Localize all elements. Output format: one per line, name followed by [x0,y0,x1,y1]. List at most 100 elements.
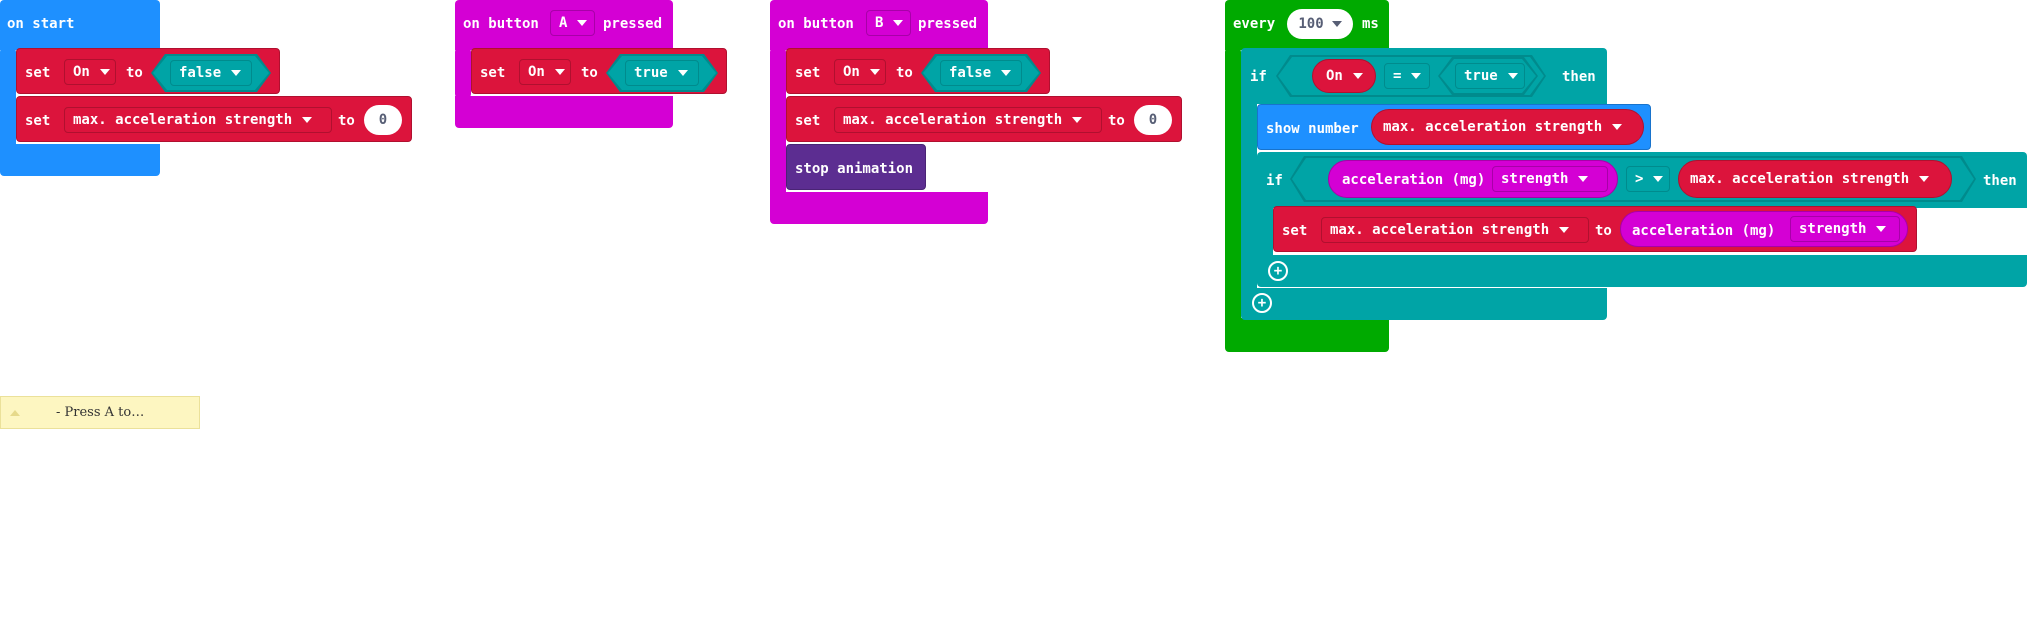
boolean-value: true [1464,68,1498,84]
variable-name: max. acceleration strength [1383,119,1603,135]
number-input[interactable]: 0 [1134,105,1172,135]
on-button-b-footer [770,192,988,224]
on-start-footer [0,144,160,176]
variable-name: max. acceleration strength [1690,171,1910,187]
boolean-dropdown[interactable]: false [940,60,1022,86]
boolean-value: true [634,65,668,81]
variable-dropdown[interactable]: max. acceleration strength [64,107,332,133]
chevron-down-icon [1612,124,1623,130]
pressed-label: pressed [603,16,663,32]
if-keyword: if [1250,69,1267,85]
button-name: B [875,15,884,31]
set-keyword: set [25,65,51,81]
on-start-label: on start [7,16,75,32]
to-keyword: to [126,65,143,81]
chevron-down-icon [554,69,565,75]
to-keyword: to [1108,113,1125,129]
interval-value: 100 [1298,16,1324,32]
every-spine [1225,48,1241,322]
on-button-label: on button [463,16,539,32]
chevron-down-icon [1411,73,1422,79]
on-button-label: on button [778,16,854,32]
to-keyword: to [896,65,913,81]
variable-name: On [843,64,860,80]
chevron-down-icon [1352,73,1363,79]
inner-if-spine [1257,206,1273,258]
operator-dropdown[interactable]: > [1626,166,1670,192]
boolean-dropdown[interactable]: true [625,60,699,86]
collapse-triangle-icon[interactable] [10,410,20,416]
variable-name: On [1326,68,1343,84]
button-dropdown[interactable]: B [866,10,911,36]
button-dropdown[interactable]: A [550,10,595,36]
chevron-down-icon [1876,226,1887,232]
to-keyword: to [338,113,355,129]
variable-name: max. acceleration strength [73,112,293,128]
button-name: A [559,15,568,31]
then-keyword: then [1983,173,2017,189]
variable-name: On [528,64,545,80]
variable-dropdown[interactable]: On [519,59,571,85]
to-keyword: to [1595,223,1612,239]
set-keyword: set [1282,223,1308,239]
chevron-down-icon [302,117,313,123]
number-value: 0 [1148,112,1158,128]
ms-label: ms [1362,16,1379,32]
chevron-down-icon [677,70,688,76]
chevron-down-icon [577,20,588,26]
every-label: every [1233,16,1276,32]
chevron-down-icon [1507,73,1518,79]
on-start-block[interactable] [0,0,160,50]
variable-dropdown[interactable]: On [834,59,886,85]
on-button-a-spine [455,48,471,98]
add-else-icon[interactable]: + [1252,293,1272,313]
operator-value: = [1393,68,1402,84]
variable-name: max. acceleration strength [843,112,1063,128]
chevron-down-icon [893,20,904,26]
boolean-dropdown[interactable]: true [1455,63,1525,89]
operator-dropdown[interactable]: = [1384,63,1430,89]
workspace-comment[interactable]: - Press A to… [0,396,200,429]
variable-name: On [73,64,90,80]
variable-dropdown[interactable]: On [1318,63,1370,89]
chevron-down-icon [231,70,242,76]
dimension-value: strength [1501,171,1569,187]
dimension-dropdown[interactable]: strength [1492,166,1608,192]
stop-animation-block[interactable] [786,144,926,190]
stop-animation-label: stop animation [795,161,914,177]
boolean-dropdown[interactable]: false [170,60,252,86]
on-button-a-footer [455,96,673,128]
set-keyword: set [795,113,821,129]
on-button-b-spine [770,48,786,196]
chevron-down-icon [1001,70,1012,76]
comment-text: - Press A to… [56,405,145,420]
pressed-label: pressed [918,16,978,32]
set-keyword: set [480,65,506,81]
operator-value: > [1635,171,1644,187]
if-footer [1241,288,1607,320]
acceleration-label: acceleration (mg) [1632,223,1776,239]
interval-dropdown[interactable]: 100 [1287,9,1353,39]
chevron-down-icon [1578,176,1589,182]
variable-dropdown[interactable]: max. acceleration strength [1682,166,1948,192]
acceleration-label: acceleration (mg) [1342,172,1486,188]
chevron-down-icon [99,69,110,75]
dimension-value: strength [1799,221,1867,237]
dimension-dropdown[interactable]: strength [1790,216,1900,242]
variable-dropdown[interactable]: max. acceleration strength [1321,217,1589,243]
variable-dropdown[interactable]: max. acceleration strength [834,107,1102,133]
then-keyword: then [1562,69,1596,85]
add-else-icon[interactable]: + [1268,261,1288,281]
number-input[interactable]: 0 [364,105,402,135]
chevron-down-icon [1559,227,1570,233]
variable-dropdown[interactable]: max. acceleration strength [1375,114,1640,140]
number-value: 0 [378,112,388,128]
on-start-body-spine [0,48,16,148]
inner-if-footer [1257,255,2027,287]
if-keyword: if [1266,173,1283,189]
chevron-down-icon [869,69,880,75]
variable-dropdown[interactable]: On [64,59,116,85]
variable-name: max. acceleration strength [1330,222,1550,238]
every-footer [1225,318,1389,352]
chevron-down-icon [1919,176,1930,182]
